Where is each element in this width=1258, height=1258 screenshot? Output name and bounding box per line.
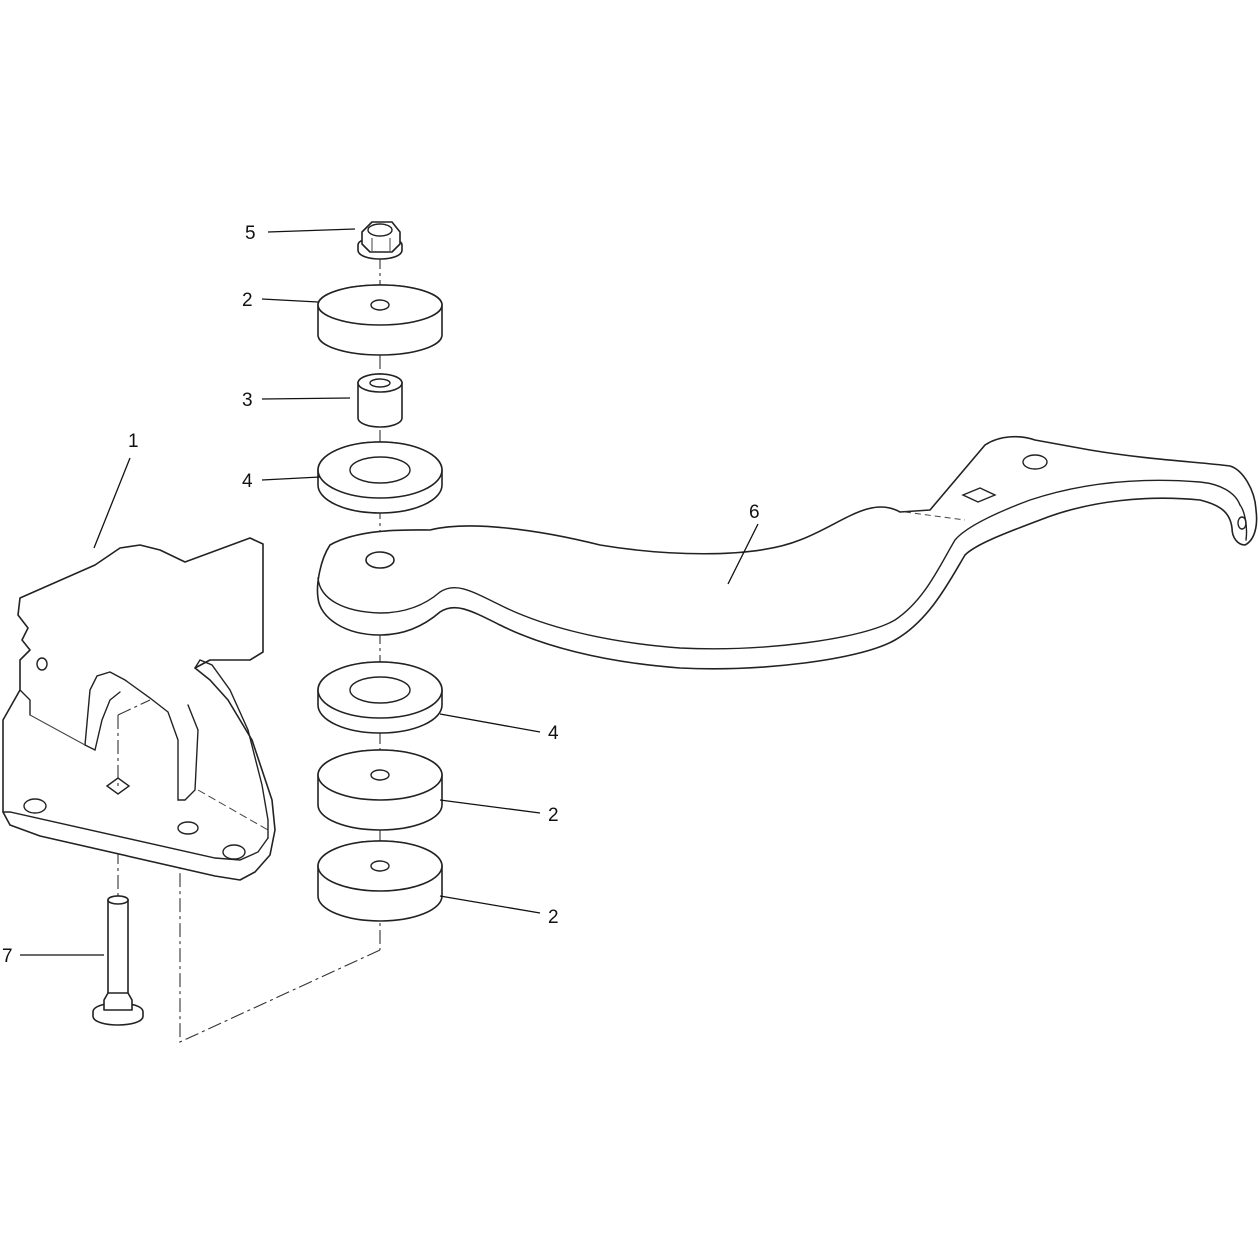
- leader-lines: [20, 228, 759, 956]
- callout-1: 1: [128, 431, 139, 452]
- callout-4-lower: 4: [548, 723, 559, 744]
- callout-2-bottom: 2: [548, 907, 559, 928]
- callout-3: 3: [242, 390, 253, 411]
- washer-part-middle: [317, 749, 443, 831]
- flange-nut-part: [357, 221, 403, 260]
- callout-5: 5: [245, 223, 256, 244]
- callout-4-upper: 4: [242, 471, 253, 492]
- thin-washer-part-lower: [317, 661, 443, 734]
- callout-7: 7: [2, 946, 13, 967]
- callout-2-top: 2: [242, 290, 253, 311]
- carriage-bolt-part: [92, 895, 144, 1026]
- thin-washer-part-upper: [317, 441, 443, 514]
- spacer-part: [357, 373, 403, 428]
- callout-labels: 5 2 3 1 4 6 4 2 2 7: [2, 223, 760, 967]
- callout-2-middle: 2: [548, 805, 559, 826]
- washer-part-bottom: [317, 840, 443, 922]
- washer-part-top: [317, 284, 443, 356]
- bracket-part: [2, 537, 276, 881]
- callout-6: 6: [749, 502, 760, 523]
- arm-part: [316, 435, 1258, 670]
